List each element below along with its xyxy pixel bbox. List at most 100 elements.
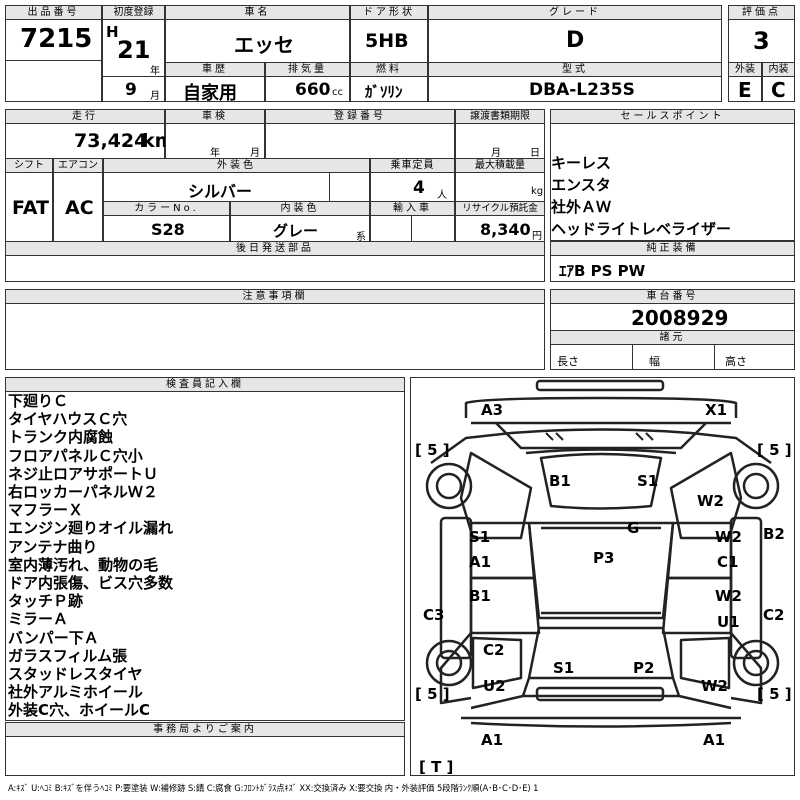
door-type-label: ドア形状: [350, 5, 428, 20]
history-cell: 自家用: [165, 76, 265, 104]
sales-point-cell: [550, 123, 795, 241]
inspector-note: 下廻りＣ: [8, 392, 69, 410]
damage-mark: W2: [715, 528, 742, 546]
max-load-cell: kg: [455, 172, 545, 202]
height-label: 高さ: [725, 355, 747, 368]
damage-mark: U2: [483, 677, 506, 695]
import-label: 輸入車: [370, 201, 455, 216]
tire-score: [ 5 ]: [415, 685, 450, 703]
lot-number-label: 出品番号: [5, 5, 102, 20]
later-parts-label: 後日発送部品: [5, 241, 545, 256]
interior-color-label: 内装色: [230, 201, 370, 216]
sales-point-item: 社外ＡＷ: [551, 198, 612, 216]
displacement-label: 排気量: [265, 62, 350, 77]
damage-diagram: A3 X1 [ 5 ] [ 5 ] B1 S1 W2 G S1 W2 B2 A1…: [410, 377, 795, 776]
damage-mark: S1: [469, 528, 491, 546]
length-label: 長さ: [557, 355, 579, 368]
inspector-note: エンジン廻りオイル漏れ: [8, 519, 174, 538]
transfer-deadline-label: 譲渡書類期限: [455, 109, 545, 124]
registration-number-cell: [265, 123, 455, 159]
year-unit: 年: [150, 66, 160, 77]
damage-mark: C1: [717, 553, 739, 571]
office-info-cell: [5, 736, 405, 776]
damage-mark: B1: [469, 587, 491, 605]
fuel-cell: ｶﾞｿﾘﾝ: [350, 76, 428, 102]
recycle-label: リサイクル預託金: [455, 201, 545, 216]
registration-month: 9: [125, 80, 137, 100]
inspector-notes-cell: [5, 391, 405, 721]
height-cell: 高さ: [714, 344, 795, 370]
color-number-label: カラーNo.: [103, 201, 230, 216]
inspector-note: 室内薄汚れ、動物の毛: [8, 555, 159, 574]
damage-mark: S1: [553, 659, 575, 677]
tire-score: [ 5 ]: [757, 685, 792, 703]
inspection-cell: 年 月: [165, 123, 265, 159]
aircon-cell: AC: [53, 172, 103, 242]
model-code: DBA-L235S: [529, 80, 635, 100]
damage-mark: W2: [697, 492, 724, 510]
model-label: 型式: [428, 62, 722, 77]
capacity: 4: [413, 178, 425, 198]
damage-mark: A1: [481, 731, 504, 749]
first-registration-month-cell: 9 月: [102, 76, 165, 102]
interior-grade: C: [771, 78, 786, 102]
damage-mark: U1: [717, 613, 740, 631]
recycle-fee: 8,340: [480, 220, 531, 239]
damage-mark: B2: [763, 525, 785, 543]
tire-score: [ 5 ]: [415, 441, 450, 459]
score: 3: [753, 27, 770, 55]
damage-mark: P3: [593, 549, 615, 567]
inspection-year-unit: 年: [210, 148, 220, 159]
deadline-day-unit: 日: [530, 148, 540, 159]
era: H: [106, 23, 119, 41]
inspector-notes-label: 検査員記入欄: [5, 377, 405, 392]
score-cell: 3: [728, 19, 795, 63]
sales-point-item: エンスタ: [551, 176, 611, 194]
damage-mark: C3: [423, 606, 445, 624]
car-name-cell: エッセ: [165, 19, 350, 63]
shift-cell: FAT: [5, 172, 53, 242]
first-registration-label: 初度登録: [102, 5, 165, 20]
car-name-label: 車名: [165, 5, 350, 20]
color-number-cell: S28: [103, 215, 230, 242]
shift-label: シフト: [5, 158, 53, 173]
displacement-cell: 660 cc: [265, 76, 350, 102]
inspector-note: バンパー下Ａ: [8, 628, 99, 647]
exterior-color-cell: シルバー: [103, 172, 330, 202]
interior-color: グレー: [273, 222, 319, 240]
score-label: 評価点: [728, 5, 795, 20]
inspector-note: トランク内腐蝕: [8, 428, 114, 447]
deadline-month-unit: 月: [491, 148, 501, 159]
sales-point-item: キーレス: [551, 154, 612, 172]
inspector-note: タッチＰ跡: [8, 592, 84, 611]
legend: A:ｷｽﾞ U:ﾍｺﾐ B:ｷｽﾞを伴うﾍｺﾐ P:要塗装 W:補修跡 S:錆 …: [8, 783, 539, 793]
damage-mark: W2: [715, 587, 742, 605]
mileage-label: 走行: [5, 109, 165, 124]
exterior-color-label: 外装色: [103, 158, 370, 173]
first-registration-cell: H 21 年: [102, 19, 165, 77]
damage-mark: G: [627, 519, 640, 537]
grade-cell: D: [428, 19, 722, 63]
inspector-note: マフラーＸ: [8, 501, 84, 520]
grade: D: [566, 28, 585, 53]
capacity-unit: 人: [437, 190, 447, 201]
displacement: 660: [295, 80, 331, 100]
max-load-label: 最大積載量: [455, 158, 545, 173]
color-number: S28: [151, 220, 185, 239]
door-type: 5HB: [365, 30, 409, 52]
inspector-notes-list: 下廻りＣ タイヤハウスＣ穴 トランク内腐蝕 フロアパネルＣ穴小 ネジ止ロアサポー…: [8, 392, 173, 720]
shift: FAT: [12, 197, 49, 219]
chassis-number-cell: 2008929: [550, 303, 795, 331]
exterior-color: シルバー: [188, 182, 253, 201]
import-cell-a: [370, 215, 412, 242]
width-cell: 幅: [632, 344, 715, 370]
genuine-equipment: ｴｱB PS PW: [559, 262, 646, 280]
aircon-label: エアコン: [53, 158, 103, 173]
mileage-cell: 73,424 km: [5, 123, 174, 159]
inspector-note: 外装C穴、ホイールC: [8, 701, 151, 720]
car-outline: [425, 379, 780, 728]
damage-mark: W2: [701, 677, 728, 695]
damage-mark: C2: [763, 606, 785, 624]
damage-mark: X1: [705, 401, 728, 419]
trunk-mark: [ T ]: [419, 758, 454, 776]
